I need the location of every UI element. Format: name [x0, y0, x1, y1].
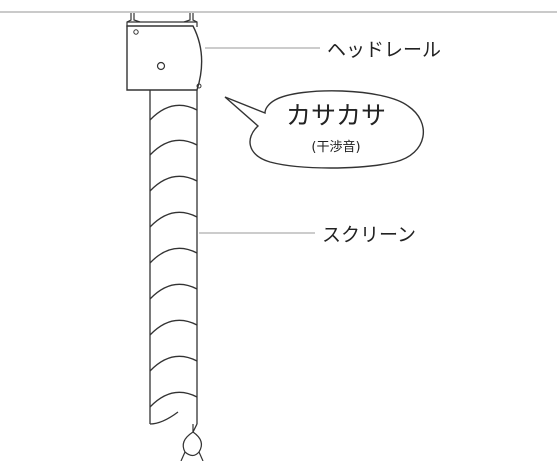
mounting-brackets [126, 13, 198, 27]
head-rail-label: ヘッドレール [327, 39, 441, 61]
screen-label: スクリーン [322, 224, 416, 246]
screen [149, 90, 198, 433]
sound-bubble [224, 90, 424, 169]
cord-bead [182, 431, 203, 457]
rail-screw-top [133, 29, 139, 35]
head-rail [126, 25, 203, 91]
rail-screw-center [156, 61, 166, 71]
sound-label: カサカサ [286, 101, 386, 130]
rail-screw-bottom [196, 83, 202, 89]
sound-note-label: (干渉音) [311, 139, 360, 155]
pull-cord [180, 424, 204, 461]
